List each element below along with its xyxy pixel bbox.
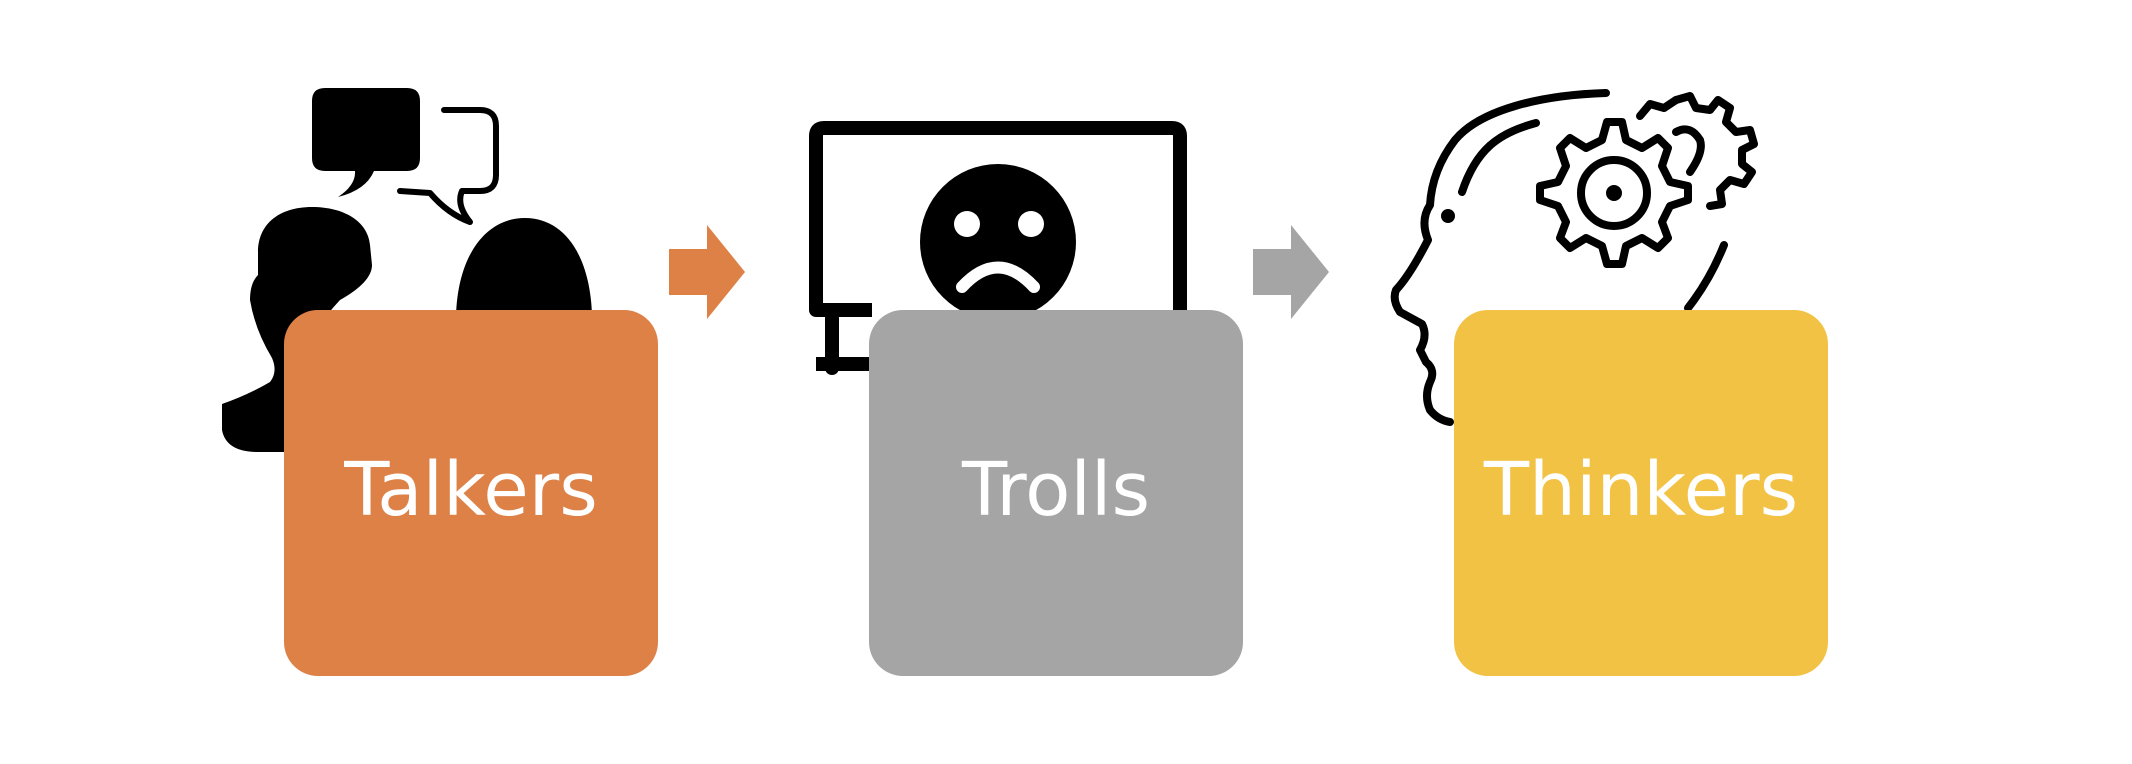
sad-face-screen-icon <box>809 121 1187 375</box>
people-talking-icon <box>222 88 592 452</box>
step-thinkers-label: Thinkers <box>1483 447 1799 533</box>
step-talkers-label: Talkers <box>344 447 598 533</box>
head-gears-icon <box>1390 89 1758 426</box>
arrow-right-icon <box>1253 225 1329 319</box>
arrow-right-icon <box>669 225 745 319</box>
step-thinkers-box: Thinkers <box>1454 310 1828 676</box>
step-trolls-box: Trolls <box>869 310 1243 676</box>
step-trolls-label: Trolls <box>961 447 1151 533</box>
step-talkers-box: Talkers <box>284 310 658 676</box>
